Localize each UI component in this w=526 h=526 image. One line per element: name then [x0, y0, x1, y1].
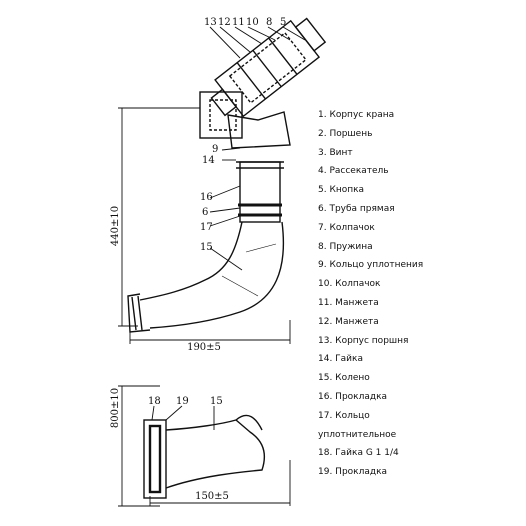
legend-item: 14. Гайка — [318, 354, 363, 365]
elbow-pipe — [139, 221, 285, 329]
callout-9: 9 — [212, 144, 218, 155]
callout-16: 16 — [200, 192, 213, 203]
dim-main-width: 190±5 — [187, 342, 221, 353]
legend-item: 16. Прокладка — [318, 391, 388, 402]
legend-item: 13. Корпус поршня — [318, 335, 409, 346]
callout-8: 8 — [266, 17, 272, 28]
nozzle — [127, 293, 151, 333]
legend-item: 1. Корпус крана — [318, 110, 395, 120]
valve-housing — [210, 17, 327, 118]
callout-5: 5 — [280, 17, 286, 28]
legend-item: 17. Кольцо — [318, 410, 370, 421]
legend-item: 8. Пружина — [318, 241, 373, 252]
callout-13: 13 — [204, 17, 217, 28]
dim-inset-height: 800±10 — [110, 388, 121, 428]
legend-item: 6. Труба прямая — [318, 203, 395, 214]
legend-item: 7. Колпачок — [318, 222, 375, 233]
legend-item: 18. Гайка G 1 1/4 — [318, 448, 399, 459]
legend-item: 19. Прокладка — [318, 467, 388, 478]
legend-item: 4. Рассекатель — [318, 166, 389, 177]
legend-item: 9. Кольцо уплотнения — [318, 260, 424, 271]
straight-pipe — [239, 161, 281, 223]
legend-item: 3. Винт — [318, 147, 353, 158]
legend-item: уплотнительное — [318, 429, 397, 440]
legend-item: 12. Манжета — [318, 316, 379, 327]
legend-item: 11. Манжета — [318, 297, 379, 308]
callout-19: 19 — [176, 396, 189, 407]
valve-side-block — [199, 91, 243, 139]
callout-6: 6 — [202, 207, 208, 218]
callout-10: 10 — [246, 17, 259, 28]
parts-legend: 1. Корпус крана 2. Поршень 3. Винт 4. Ра… — [318, 106, 523, 482]
legend-item: 10. Колпачок — [318, 279, 381, 290]
callout-12: 12 — [218, 17, 231, 28]
callout-11: 11 — [232, 17, 245, 28]
dim-inset-width: 150±5 — [195, 491, 229, 502]
callout-18: 18 — [148, 396, 161, 407]
legend-item: 15. Колено — [318, 373, 370, 384]
callout-15-inset: 15 — [210, 396, 223, 407]
dim-main-height: 440±10 — [110, 206, 121, 246]
callout-15: 15 — [200, 242, 213, 253]
inset-elbow-detail — [143, 414, 266, 499]
legend-item: 2. Поршень — [318, 128, 373, 139]
valve-neck — [227, 111, 291, 149]
callout-14: 14 — [202, 155, 215, 166]
legend-item: 5. Кнопка — [318, 185, 365, 196]
callout-17: 17 — [200, 222, 213, 233]
